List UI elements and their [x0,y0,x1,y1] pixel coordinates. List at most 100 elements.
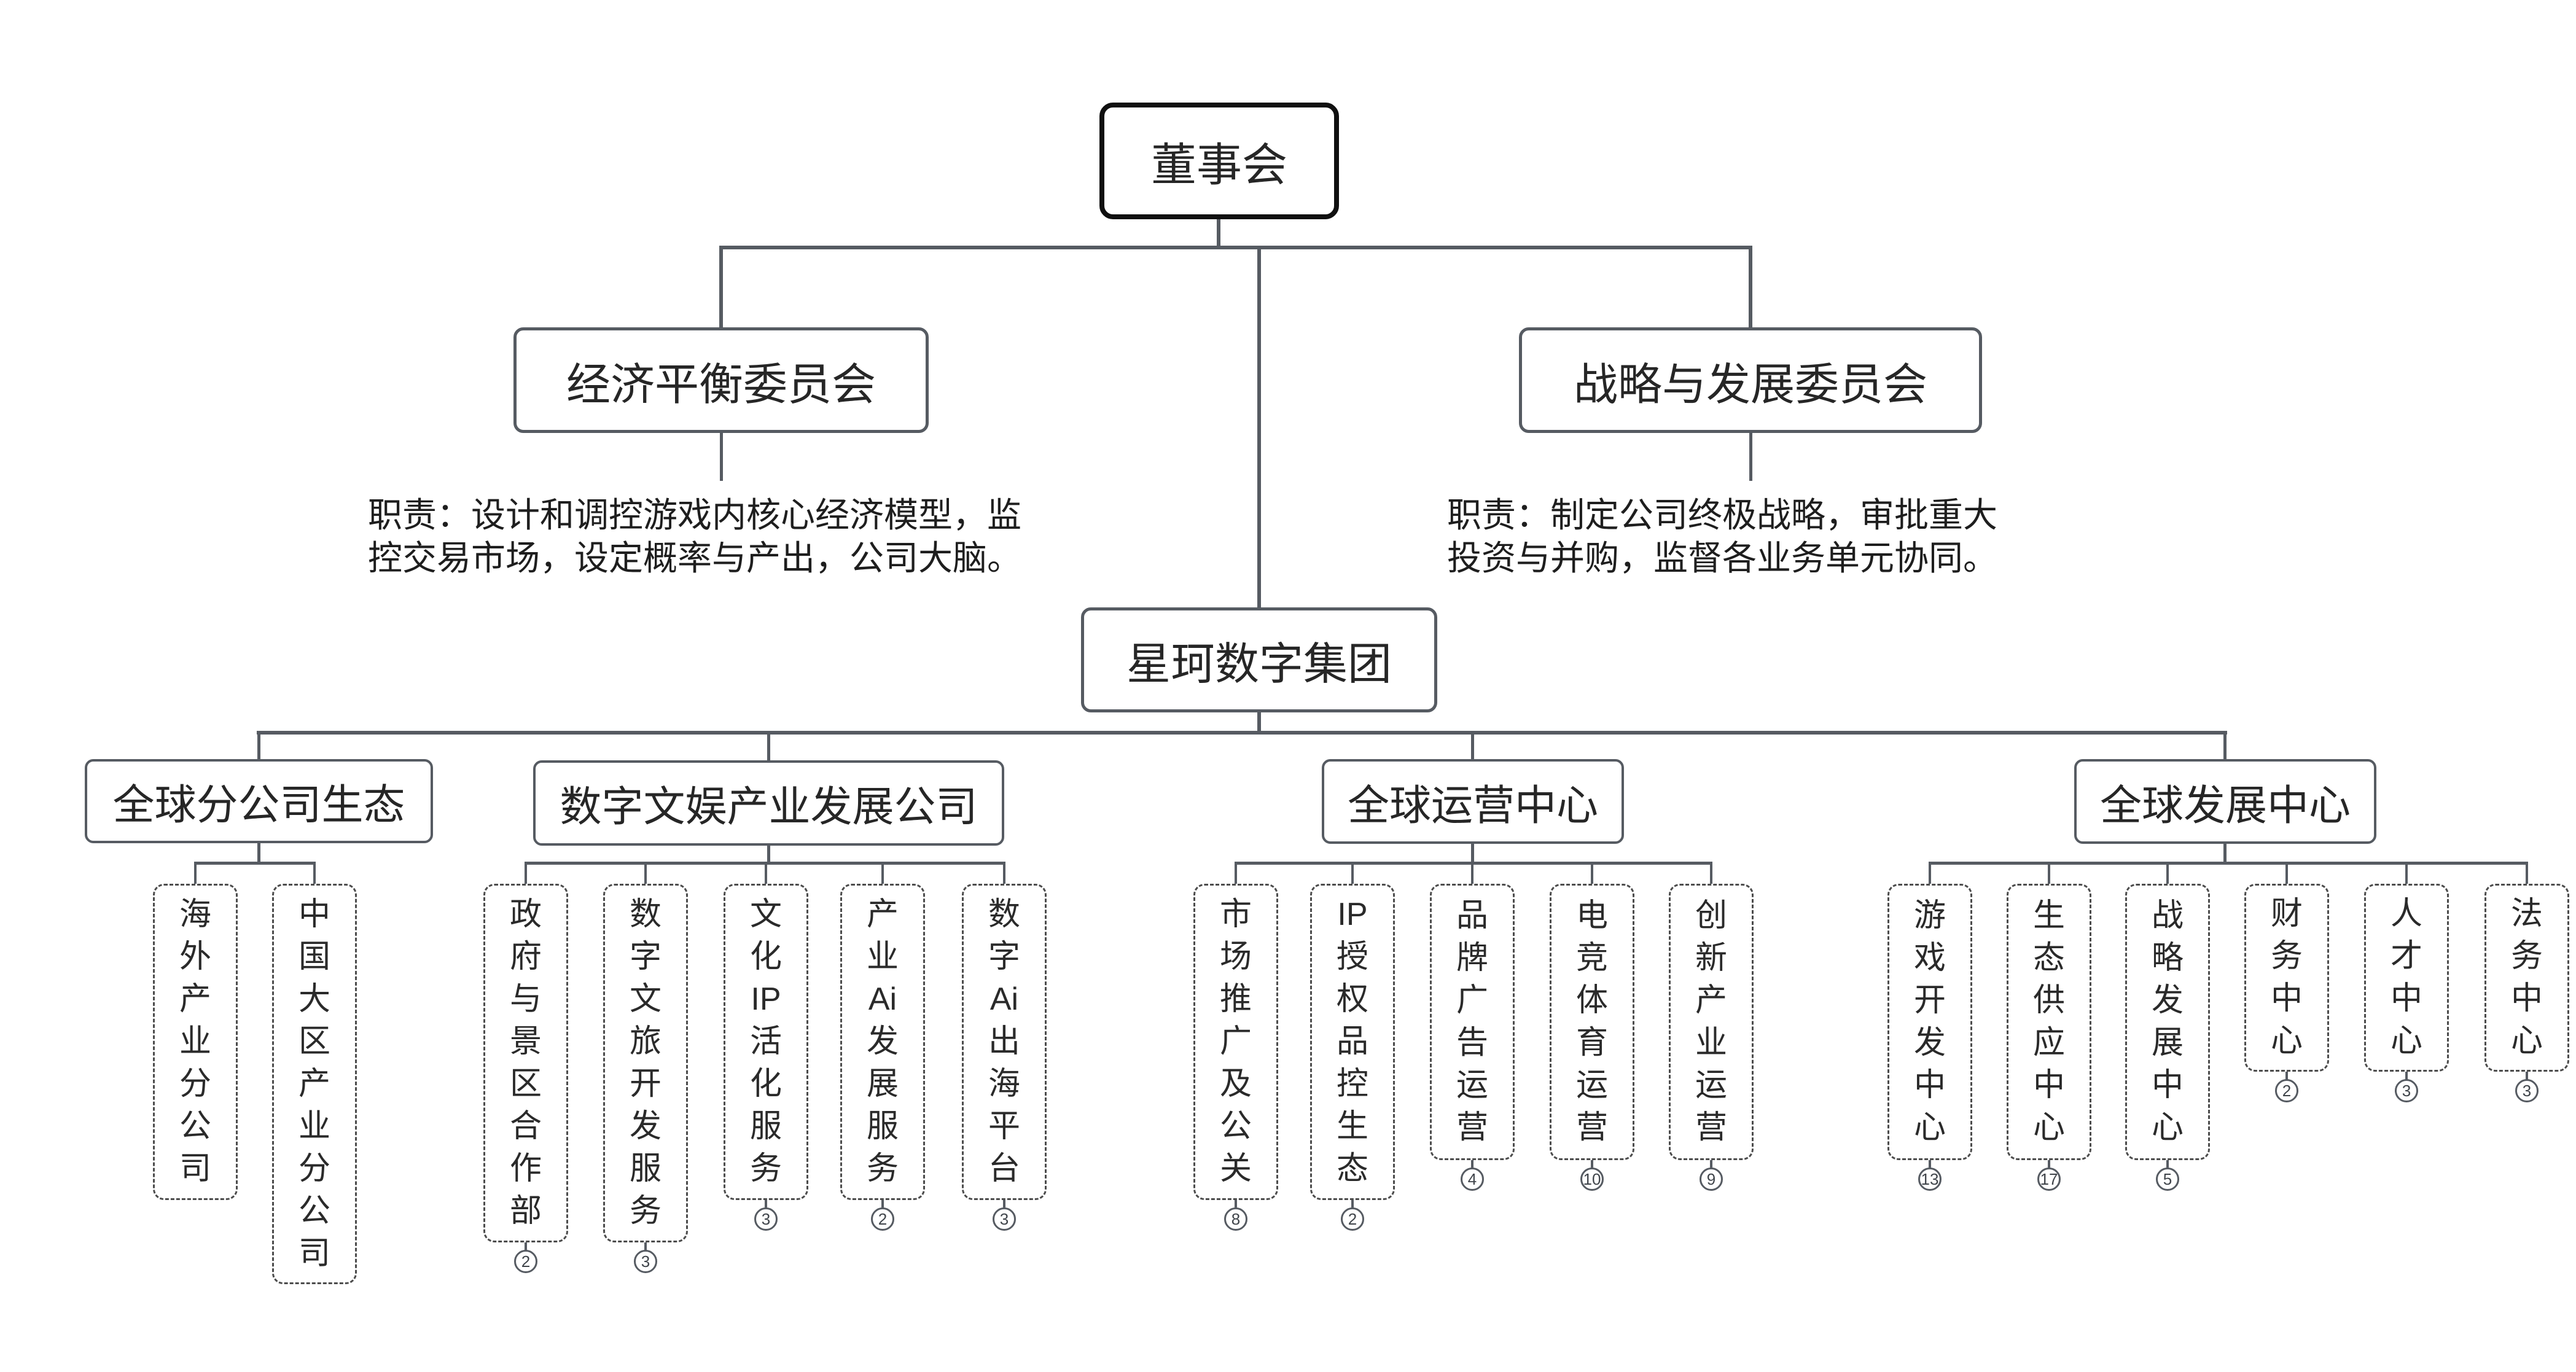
leaf-box[interactable]: 游戏开发中心 [1887,884,1972,1160]
badge-number: 9 [1700,1167,1723,1191]
leaf-label: 品牌广告运营 [1456,898,1488,1145]
connector [1749,246,1752,329]
leaf-box[interactable]: 中国大区产业分公司 [272,884,357,1284]
leaf-box[interactable]: 数字文旅开发服务 [603,884,688,1242]
group-hub-node[interactable]: 星珂数字集团 [1081,607,1437,712]
division-node-global-development[interactable]: 全球发展中心 [2074,759,2376,844]
badge-number: 8 [1224,1207,1247,1231]
badge-stem [2526,1072,2528,1080]
leaf-label: 电竞体育运营 [1575,898,1608,1145]
connector [1235,862,1712,865]
leaf-box[interactable]: 战略发展中心 [2125,884,2210,1160]
committee-duty-text: 职责：设计和调控游戏内核心经济模型，监 控交易市场，设定概率与产出，公司大脑。 [368,496,1021,577]
connector [1217,218,1220,248]
board-node[interactable]: 董事会 [1099,103,1339,219]
connector [2166,862,2169,885]
leaf-label: 海外产业分公司 [179,897,211,1187]
leaf-box[interactable]: 生态供应中心 [2007,884,2091,1160]
leaf-label: 数字文旅开发服务 [629,897,662,1229]
connector [2526,862,2528,885]
badge-stem [2285,1072,2288,1080]
badge-stem [1235,1200,1237,1208]
badge-number: 2 [1341,1207,1364,1231]
leaf-box[interactable]: 品牌广告运营 [1430,884,1515,1160]
badge-stem [644,1242,647,1250]
leaf-box[interactable]: 海外产业分公司 [153,884,238,1200]
badge-stem [1710,1160,1712,1168]
committee-node-economic-balance[interactable]: 经济平衡委员会 [513,327,929,433]
connector [1710,862,1712,885]
leaf-box[interactable]: 法务中心 [2484,884,2569,1072]
badge-stem [765,1200,767,1208]
division-node-digital-entertainment[interactable]: 数字文娱产业发展公司 [533,760,1004,846]
leaf-label: 生态供应中心 [2032,898,2065,1145]
connector [720,432,723,481]
badge-number: 5 [2156,1167,2179,1191]
badge-number: 3 [2395,1079,2418,1102]
division-node-global-branch-eco[interactable]: 全球分公司生态 [85,759,433,843]
connector [1257,711,1261,733]
badge-stem [525,1242,527,1250]
connector [257,731,260,761]
leaf-label: 人才中心 [2390,896,2422,1059]
leaf-label: 中国大区产业分公司 [298,896,330,1271]
connector [765,862,767,885]
leaf-box[interactable]: 政府与景区合作部 [483,884,568,1242]
connector [1591,862,1593,885]
connector [1929,862,1931,885]
division-node-global-operations[interactable]: 全球运营中心 [1322,759,1624,844]
connector [881,862,884,885]
badge-number: 10 [1580,1167,1604,1191]
connector [2223,731,2227,761]
division-label: 数字文娱产业发展公司 [560,784,978,830]
committee-duty-text: 职责：制定公司终极战略，审批重大 投资与并购，监督各业务单元协同。 [1447,496,1997,577]
leaf-box[interactable]: 市场推广及公关 [1193,884,1278,1200]
badge-number: 3 [2515,1079,2539,1102]
leaf-box[interactable]: 人才中心 [2364,884,2449,1072]
connector [1235,862,1237,885]
division-label: 全球运营中心 [1347,782,1598,829]
connector [719,246,1752,249]
connector [257,842,260,864]
committee-node-strategy-development[interactable]: 战略与发展委员会 [1519,327,1982,433]
division-label: 全球发展中心 [2099,782,2351,829]
committee-label: 经济平衡委员会 [566,360,876,410]
connector [1471,731,1474,761]
connector [2405,862,2408,885]
badge-number: 3 [634,1250,657,1273]
connector [2285,862,2288,885]
badge-number: 3 [993,1207,1016,1231]
badge-number: 2 [871,1207,894,1231]
badge-stem [1471,1160,1473,1168]
connector [644,862,647,885]
leaf-box[interactable]: 创新产业运营 [1669,884,1754,1160]
badge-stem [1351,1200,1354,1208]
badge-number: 4 [1461,1167,1484,1191]
connector [719,246,723,329]
badge-stem [1003,1200,1005,1208]
connector [1749,432,1752,481]
badge-stem [2405,1072,2408,1080]
leaf-label: 创新产业运营 [1695,898,1727,1145]
badge-number: 3 [754,1207,778,1231]
hub-label: 星珂数字集团 [1126,640,1392,689]
connector [1257,246,1261,609]
badge-number: 13 [1918,1167,1942,1191]
leaf-box[interactable]: 财务中心 [2244,884,2329,1072]
connector [1929,862,2528,865]
badge-number: 2 [2275,1079,2298,1102]
connector [767,844,770,864]
connector [525,862,527,885]
connector [1351,862,1354,885]
leaf-box[interactable]: 电竞体育运营 [1550,884,1634,1160]
badge-stem [2166,1160,2169,1168]
badge-number: 17 [2037,1167,2061,1191]
